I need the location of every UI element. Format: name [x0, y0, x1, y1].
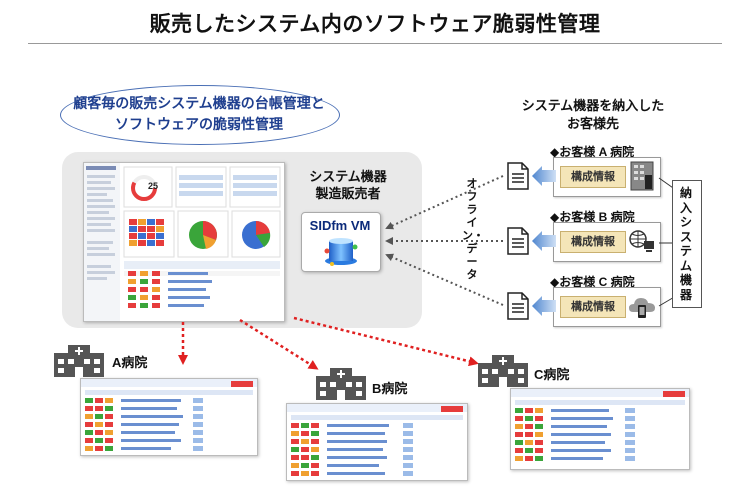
customer-c-name: ◆お客様 C 病院: [550, 275, 635, 289]
network-pc-icon: [629, 230, 654, 252]
callout-text: 顧客毎の販売システム機器の台帳管理と ソフトウェアの脆弱性管理: [60, 93, 338, 135]
red-arrow-b: [239, 318, 319, 370]
hospital-icon: [316, 368, 366, 400]
customer-c-config: 構成情報: [560, 296, 626, 318]
customers-header-line-1: システム機器を納入した: [521, 98, 665, 113]
title-divider: [28, 43, 722, 44]
page-title: 販売したシステム内のソフトウェア脆弱性管理: [149, 13, 601, 36]
hospital-a-table: [81, 379, 257, 451]
document-icon-b: [507, 227, 529, 255]
customer-a-config: 構成情報: [560, 166, 626, 188]
product-cylinder-icon: [324, 238, 358, 266]
dashboard-thumbnail: [84, 163, 281, 321]
hospital-icon: [478, 355, 528, 387]
blue-arrow-c: [532, 296, 556, 316]
hospital-a-name: A病院: [112, 355, 148, 370]
building-server-icon: [630, 161, 654, 191]
dashboard-screenshot: 25: [83, 162, 285, 322]
document-icon-c: [507, 292, 529, 320]
customers-header-line-2: お客様先: [566, 116, 619, 131]
customers-header: システム機器を納入した お客様先: [498, 97, 688, 133]
blue-arrow-a: [532, 166, 556, 186]
hospital-c-name: C病院: [534, 367, 570, 382]
delivered-systems-box: [672, 180, 702, 308]
customer-b-name: ◆お客様 B 病院: [550, 210, 635, 224]
hospital-b-screenshot: [286, 403, 468, 481]
customer-b-config: 構成情報: [560, 231, 626, 253]
maker-label: システム機器 製造販売者: [293, 168, 403, 202]
dashboard-gauge-value: 25: [148, 181, 159, 191]
customer-a-name: ◆お客様 A 病院: [550, 145, 635, 159]
offline-arrow-c: [385, 253, 504, 306]
delivered-systems-label: 納入システム機器: [679, 186, 692, 302]
document-icon-a: [507, 162, 529, 190]
blue-arrow-b: [532, 231, 556, 251]
hospital-c-screenshot: [510, 388, 690, 470]
red-arrow-c: [293, 316, 479, 367]
hospital-b-table: [287, 404, 467, 476]
product-name: SIDfm VM: [309, 218, 371, 233]
cloud-device-icon: [629, 298, 655, 318]
callout-line-1: 顧客毎の販売システム機器の台帳管理と: [73, 95, 325, 111]
hospital-a-screenshot: [80, 378, 258, 456]
hospital-icon: [54, 345, 104, 377]
maker-line-1: システム機器: [309, 169, 387, 184]
offline-arrow-a: [385, 175, 504, 230]
maker-line-2: 製造販売者: [315, 186, 381, 201]
offline-data-label: オフライン・データ: [462, 178, 484, 281]
sidfm-vm-box: [301, 212, 381, 272]
hospital-b-name: B病院: [372, 381, 408, 396]
callout-line-2: ソフトウェアの脆弱性管理: [115, 116, 283, 132]
callout-ellipse: [60, 85, 340, 145]
hospital-c-table: [511, 389, 689, 461]
